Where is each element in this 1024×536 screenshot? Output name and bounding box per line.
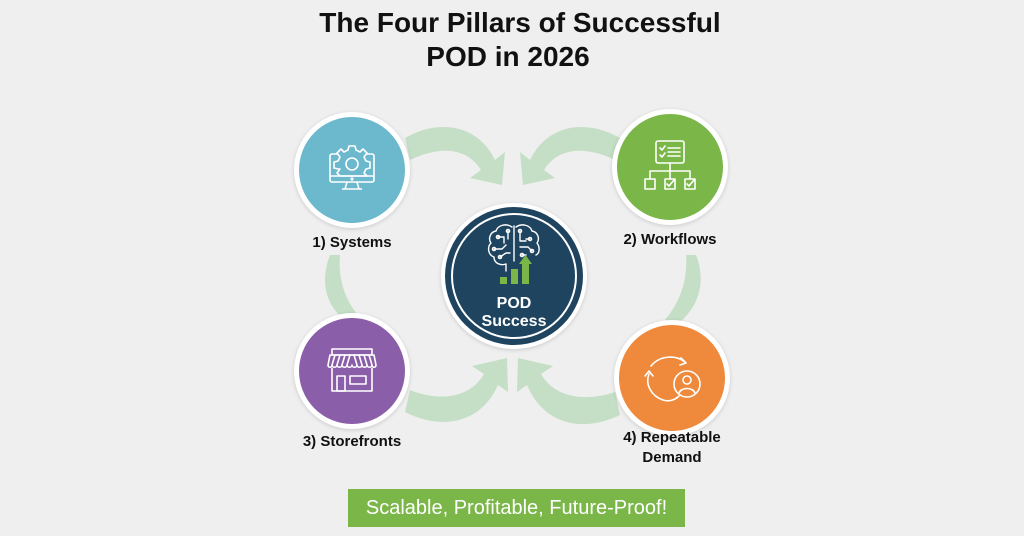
pillar-repeatable-demand-label: 4) Repeatable Demand <box>602 428 742 468</box>
workflow-checklist-icon <box>644 140 696 190</box>
title-line-2: POD in 2026 <box>426 41 590 72</box>
arrow-top-left-icon <box>405 126 505 185</box>
arrow-bottom-left-icon <box>405 358 508 422</box>
pillar-repeatable-demand-label-line-1: 4) Repeatable <box>623 429 721 446</box>
pillar-storefronts-label: 3) Storefronts <box>302 433 402 450</box>
monitor-gear-icon <box>329 145 375 190</box>
pillar-workflows-circle <box>612 109 728 225</box>
pillar-repeatable-demand-label-line-2: Demand <box>642 449 702 466</box>
arrow-bottom-right-icon <box>517 358 620 425</box>
brain-circuit-growth-chart-icon <box>487 224 540 284</box>
repeat-customer-icon <box>644 356 701 402</box>
pillar-storefronts-circle <box>294 313 410 429</box>
arrow-top-right-icon <box>520 126 620 185</box>
pillar-repeatable-demand-circle <box>614 320 730 436</box>
center-pod-success: POD Success <box>441 203 587 349</box>
pillar-systems-label: 1) Systems <box>312 234 392 251</box>
tagline-banner: Scalable, Profitable, Future-Proof! <box>348 489 685 527</box>
connector-left-icon <box>325 255 360 320</box>
pillar-workflows-label: 2) Workflows <box>623 231 717 248</box>
center-title-line-1: POD <box>496 295 532 312</box>
storefront-icon <box>327 348 377 392</box>
connector-right-icon <box>665 255 701 322</box>
title-line-1: The Four Pillars of Successful <box>319 7 721 38</box>
pillar-systems-circle <box>294 112 410 228</box>
center-title-line-2: Success <box>481 313 547 330</box>
